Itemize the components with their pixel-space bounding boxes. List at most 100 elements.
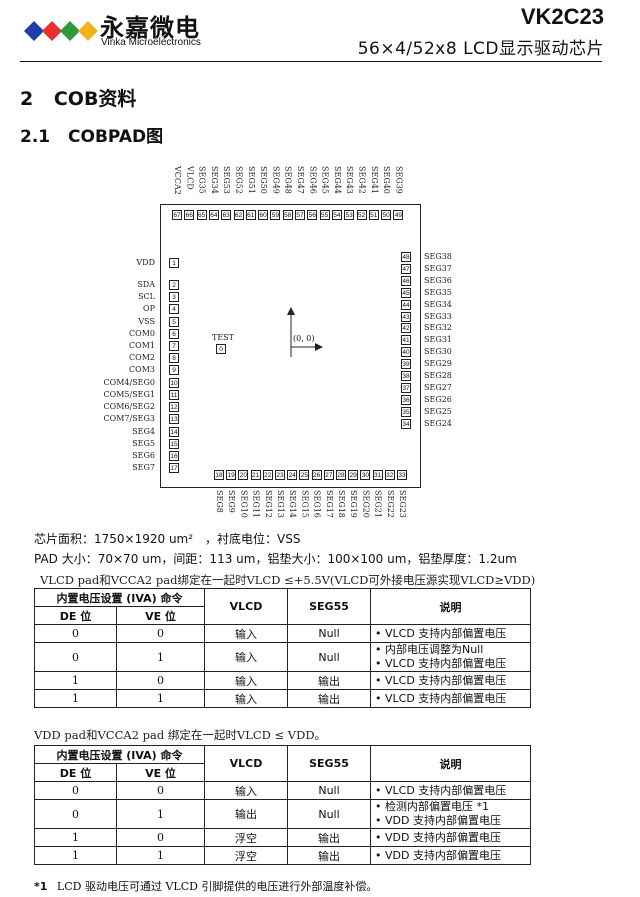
top-pad: 52: [356, 210, 367, 220]
table2-caption: VDD pad和VCCA2 pad 绑定在一起时VLCD ≤ VDD。: [34, 728, 327, 742]
description-cell: • VLCD 支持内部偏置电压: [370, 781, 531, 800]
left-pad-label: VSS: [138, 317, 155, 326]
top-pad: 63: [221, 210, 232, 220]
left-pad: 6: [169, 329, 179, 339]
right-pad: 42: [401, 323, 411, 334]
left-pad-label: SDA: [137, 280, 155, 289]
bottom-pad: 31: [372, 470, 383, 480]
left-pad: 17: [169, 463, 179, 473]
left-pad: 2: [169, 280, 179, 290]
left-pad: 7: [169, 341, 179, 351]
left-pad-label: COM7/SEG3: [103, 414, 155, 423]
right-pad-label: SEG38: [424, 252, 452, 261]
left-pad: 16: [169, 451, 179, 461]
top-pad-label: SEG34: [209, 166, 219, 194]
right-pad: 39: [401, 359, 411, 370]
left-pad-label: COM1: [129, 341, 155, 350]
bottom-pad-label: SEG19: [349, 490, 359, 518]
ve-cell: 1: [116, 689, 205, 708]
description-line: • VLCD 支持内部偏置电压: [375, 657, 507, 670]
left-pad-label: COM3: [129, 365, 155, 374]
description-cell: • VLCD 支持内部偏置电压: [370, 671, 531, 690]
left-pad: 3: [169, 292, 179, 302]
section-number: 2: [20, 88, 34, 110]
de-cell: 1: [34, 846, 117, 865]
table-header-vlcd: VLCD: [204, 745, 288, 782]
bottom-pad-label: SEG21: [373, 490, 383, 518]
chip-outline: [160, 204, 421, 488]
description-line: • VLCD 支持内部偏置电压: [375, 673, 507, 687]
origin-axes: [287, 307, 323, 357]
right-pad: 35: [401, 406, 411, 417]
pad-size-info: PAD 大小：70×70 um，间距：113 um，铝垫大小：100×100 u…: [34, 552, 517, 566]
bottom-pad: 33: [397, 470, 407, 480]
right-pad: 43: [401, 311, 411, 322]
description-cell: • VDD 支持内部偏置电压: [370, 846, 531, 865]
left-pad: 12: [169, 402, 179, 412]
left-pad: 1: [169, 258, 179, 268]
bottom-pad-label: SEG17: [324, 490, 334, 518]
top-pad: 66: [184, 210, 195, 220]
description-cell: • VLCD 支持内部偏置电压: [370, 689, 531, 708]
top-pad-label: SEG51: [246, 166, 256, 194]
right-pad-label: SEG34: [424, 299, 452, 309]
de-cell: 0: [34, 624, 117, 643]
right-pad: 36: [401, 394, 411, 405]
bottom-pad-label: SEG16: [312, 490, 322, 518]
subsection-title: COBPAD图: [68, 127, 164, 147]
top-pad-label: SEG35: [197, 166, 207, 194]
right-pad-label: SEG25: [424, 406, 452, 416]
bottom-pad: 21: [250, 470, 261, 480]
left-pad-label: SEG5: [132, 439, 155, 448]
top-pad: 53: [344, 210, 355, 220]
ve-cell: 0: [116, 624, 205, 643]
top-pad: 49: [393, 210, 404, 220]
de-cell: 1: [34, 689, 117, 708]
top-pad-label: SEG41: [369, 166, 379, 194]
vlcd-cell: 输入: [204, 624, 288, 643]
description-line: • VLCD 支持内部偏置电压: [375, 691, 507, 705]
brand-name-en: Vinka Microelectronics: [101, 37, 201, 48]
top-pad: 58: [282, 210, 293, 220]
description-line: • VDD 支持内部偏置电压: [375, 830, 501, 844]
top-pad: 55: [319, 210, 330, 220]
table-header-seg55: SEG55: [287, 588, 371, 625]
bottom-pad-label: SEG11: [251, 490, 261, 518]
top-pad-label: VLCD: [185, 166, 195, 190]
right-pad-label: SEG32: [424, 323, 452, 333]
bottom-pad: 32: [384, 470, 395, 480]
table-vlcd-vcca2: 内置电压设置 (IVA) 命令 VLCD SEG55 说明 DE 位 VE 位 …: [34, 588, 531, 708]
top-pad-label: SEG53: [222, 166, 232, 194]
left-pad-label: COM4/SEG0: [103, 378, 155, 387]
left-pad-label: SEG6: [132, 451, 155, 460]
de-cell: 0: [34, 642, 117, 672]
vlcd-cell: 输入: [204, 781, 288, 800]
table-header-ve: VE 位: [116, 606, 205, 625]
description-line: • VDD 支持内部偏置电压: [375, 814, 501, 827]
left-pad-label: COM2: [129, 353, 155, 362]
left-pad: 9: [169, 365, 179, 375]
table-header-de: DE 位: [34, 606, 117, 625]
top-pad-label: SEG50: [259, 166, 269, 194]
right-pad-label: SEG29: [424, 359, 452, 369]
bottom-pad: 26: [311, 470, 322, 480]
top-pad-label: SEG45: [320, 166, 330, 194]
top-pad: 64: [208, 210, 219, 220]
top-pad-label: SEG44: [332, 166, 342, 194]
bottom-pad-label: SEG12: [263, 490, 273, 518]
bottom-pad: 22: [262, 470, 273, 480]
right-pad: 40: [401, 347, 411, 358]
right-pad-label: SEG24: [424, 418, 452, 428]
bottom-pad: 18: [214, 470, 224, 480]
description-cell: • 检测内部偏置电压 *1• VDD 支持内部偏置电压: [370, 799, 531, 829]
top-pad: 57: [295, 210, 305, 220]
right-pad: 44: [401, 299, 411, 310]
left-pad-label: SCL: [138, 292, 155, 301]
left-pad: 4: [169, 304, 179, 314]
header-divider: [20, 61, 602, 62]
seg55-cell: 输出: [287, 671, 371, 690]
